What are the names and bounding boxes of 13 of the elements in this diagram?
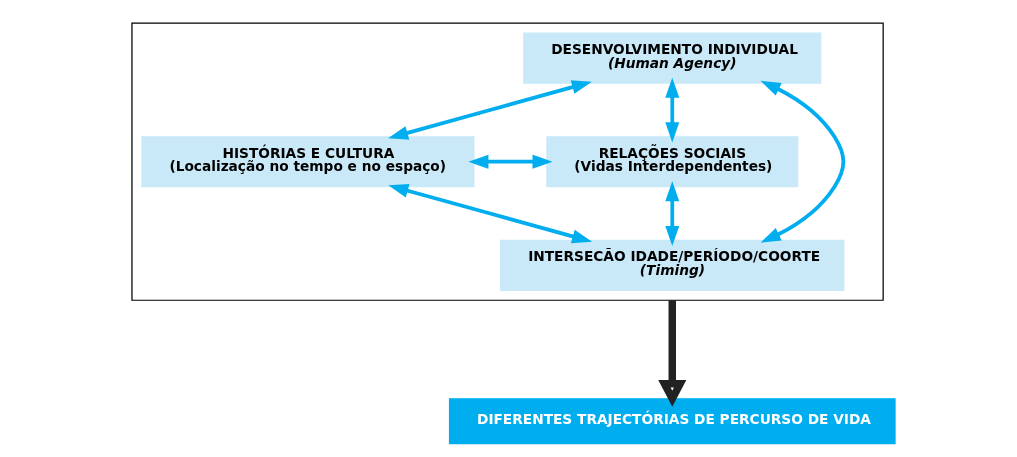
node-box: INTERSECÃO IDADE/PERÍODO/COORTE (Timing) xyxy=(500,239,845,291)
arrow xyxy=(388,80,592,140)
arrow xyxy=(468,154,553,169)
arrow xyxy=(665,181,680,246)
arrow xyxy=(388,183,593,244)
node-box: HISTÓRIAS E CULTURA (Localização no tempo e no espaço) xyxy=(141,136,475,188)
arrow xyxy=(760,80,846,243)
node-box: DIFERENTES TRAJECTÓRIAS DE PERCURSO DE VIDA xyxy=(448,398,896,445)
node-box: RELAÇÕES SOCIAIS (Vidas Interdependentes) xyxy=(546,136,799,188)
arrow xyxy=(658,300,687,407)
arrow xyxy=(665,77,680,143)
cluster xyxy=(131,22,884,301)
node-box: DESENVOLVIMENTO INDIVIDUAL (Human Agency) xyxy=(523,32,822,84)
